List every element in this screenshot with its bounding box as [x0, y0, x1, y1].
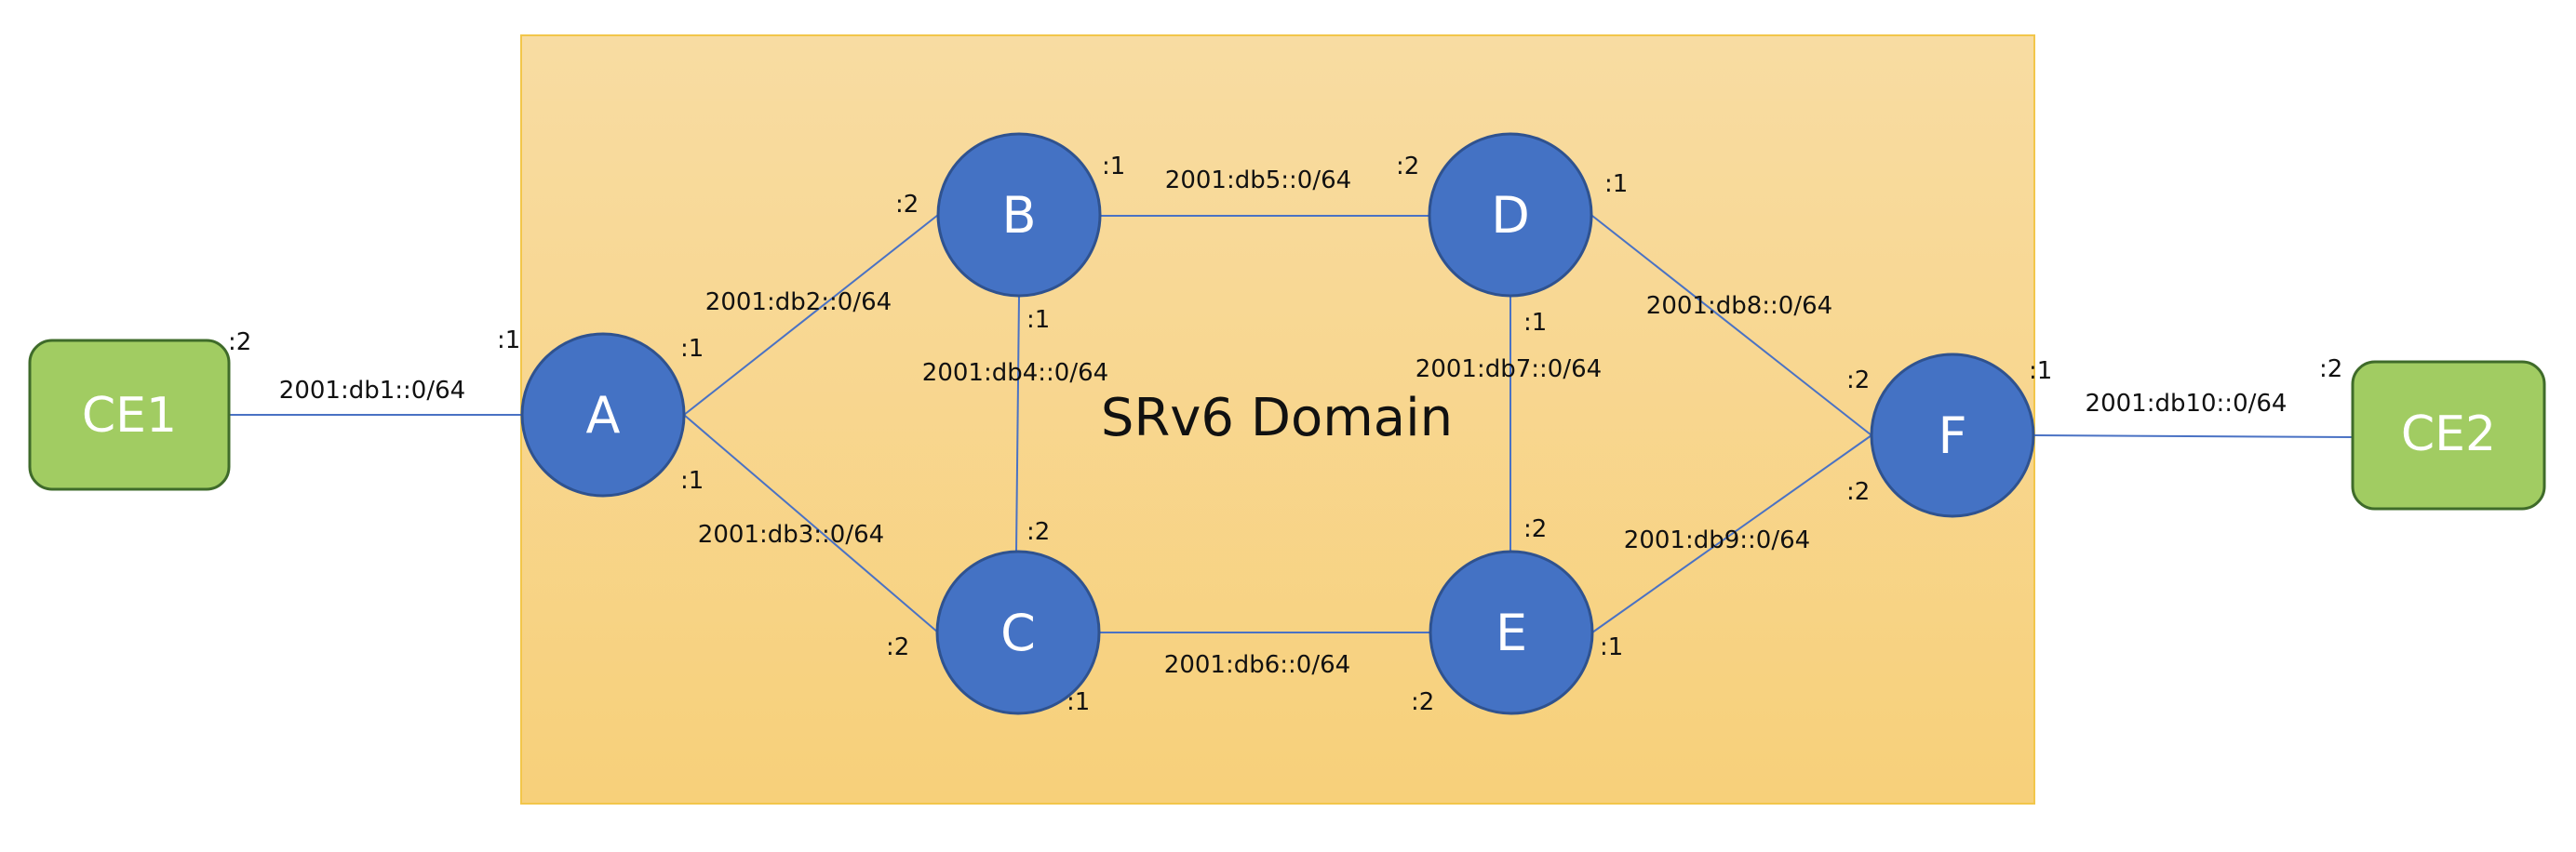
port-label-a-c: :1: [680, 467, 704, 495]
port-label-e-d: :2: [1523, 515, 1547, 543]
port-label-a-b: :1: [680, 335, 704, 363]
subnet-label-b-c: 2001:db4::0/64: [922, 359, 1108, 387]
subnet-label-d-e: 2001:db7::0/64: [1415, 355, 1602, 383]
router-d[interactable]: [1428, 132, 1593, 298]
port-label-e-f: :1: [1600, 633, 1623, 661]
subnet-label-ce1-a: 2001:db1::0/64: [279, 377, 465, 405]
port-label-f-d: :2: [1846, 366, 1870, 394]
router-b[interactable]: [936, 132, 1102, 298]
ce1-box[interactable]: [28, 339, 231, 491]
ce1-label: CE1: [82, 388, 177, 444]
port-label-b-c: :1: [1026, 306, 1050, 334]
router-a-label: A: [586, 386, 621, 445]
link-a-b: [683, 214, 939, 416]
srv6-domain-label: SRv6 Domain: [1101, 388, 1453, 448]
link-f-ce2: [2033, 434, 2354, 438]
router-e-label: E: [1496, 604, 1527, 662]
port-label-b-a: :2: [895, 191, 919, 219]
ce2-label: CE2: [2401, 406, 2496, 462]
link-e-f: [1591, 434, 1872, 633]
subnet-label-f-ce2: 2001:db10::0/64: [2086, 390, 2288, 418]
port-label-c-e: :1: [1067, 688, 1090, 716]
router-f[interactable]: [1870, 353, 2035, 518]
router-a[interactable]: [520, 332, 686, 498]
port-label-b-d: :1: [1102, 153, 1125, 180]
port-label-e-c: :2: [1411, 688, 1434, 716]
link-a-c: [683, 414, 939, 633]
router-d-label: D: [1491, 186, 1530, 245]
port-label-ce2: :2: [2319, 355, 2342, 383]
port-label-a-ce1: :1: [497, 326, 520, 354]
port-label-ce1: :2: [228, 328, 251, 356]
port-label-c-a: :2: [886, 633, 909, 661]
link-d-f: [1591, 215, 1872, 436]
router-f-label: F: [1938, 406, 1966, 465]
port-label-c-b: :2: [1026, 518, 1050, 546]
port-label-d-f: :1: [1604, 170, 1628, 198]
link-b-c: [1015, 295, 1020, 553]
ce2-box[interactable]: [2351, 360, 2546, 511]
subnet-label-c-e: 2001:db6::0/64: [1164, 651, 1350, 679]
subnet-label-a-c: 2001:db3::0/64: [698, 521, 884, 549]
port-label-d-e: :1: [1523, 309, 1547, 337]
port-label-f-ce2: :1: [2029, 357, 2052, 385]
router-c-label: C: [1000, 604, 1036, 662]
router-b-label: B: [1001, 186, 1036, 245]
port-label-d-b: :2: [1396, 153, 1419, 180]
port-label-f-e: :2: [1846, 478, 1870, 506]
subnet-label-e-f: 2001:db9::0/64: [1624, 526, 1810, 554]
subnet-label-d-f: 2001:db8::0/64: [1646, 292, 1832, 320]
router-e[interactable]: [1429, 550, 1594, 715]
subnet-label-b-d: 2001:db5::0/64: [1165, 166, 1351, 194]
subnet-label-a-b: 2001:db2::0/64: [705, 288, 892, 316]
srv6-domain-area: [520, 34, 2035, 805]
router-c[interactable]: [935, 550, 1101, 715]
